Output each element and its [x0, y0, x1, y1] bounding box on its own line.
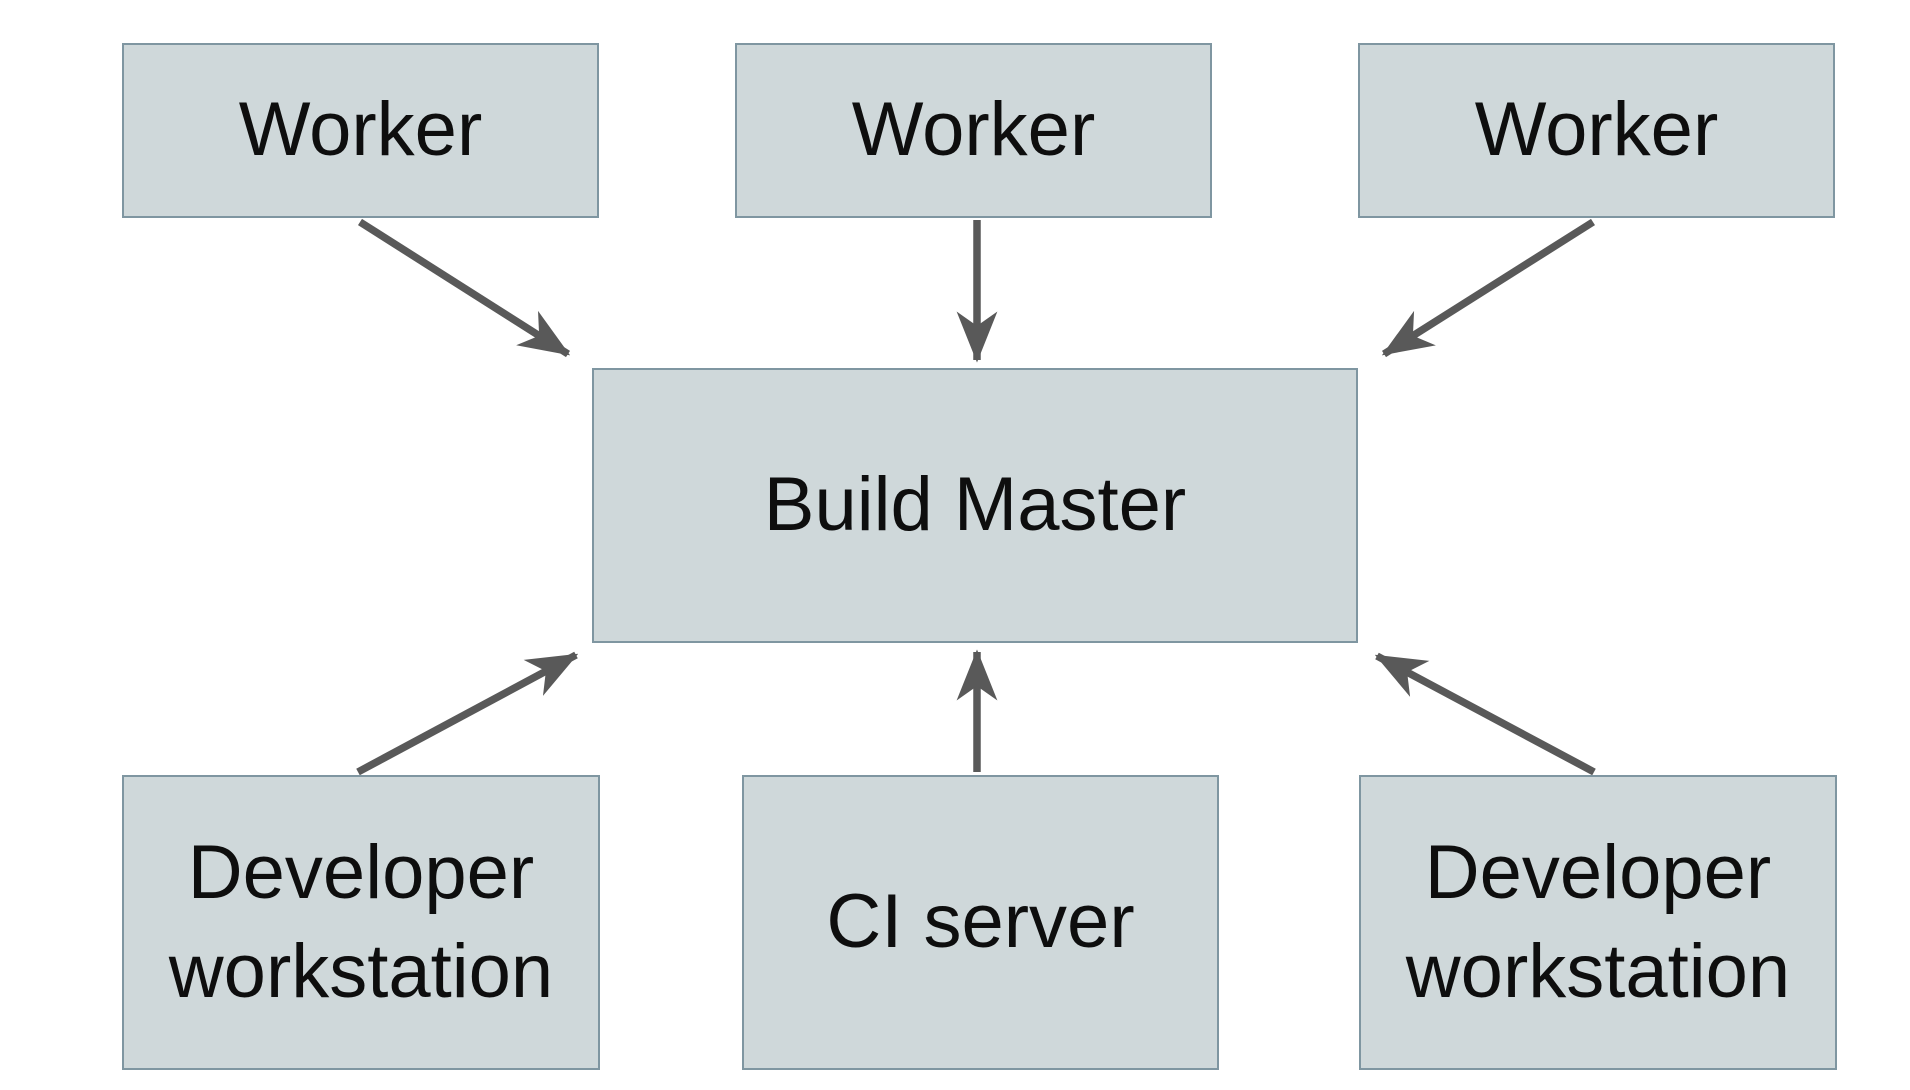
node-worker-3-label: Worker [1474, 87, 1719, 173]
node-ci-server-label: CI server [826, 879, 1135, 965]
node-developer-workstation-1-label: Developer workstation [168, 829, 554, 1014]
node-developer-workstation-1: Developer workstation [122, 775, 600, 1070]
node-worker-3: Worker [1358, 43, 1835, 218]
node-developer-workstation-2: Developer workstation [1359, 775, 1837, 1070]
edge-worker3-to-buildmaster [1381, 218, 1596, 358]
edge-worker1-to-buildmaster [357, 218, 571, 358]
edge-devws2-to-buildmaster [1374, 652, 1596, 776]
node-worker-2-label: Worker [851, 87, 1096, 173]
node-developer-workstation-2-label: Developer workstation [1405, 829, 1791, 1014]
node-worker-1: Worker [122, 43, 599, 218]
node-build-master: Build Master [592, 368, 1358, 643]
edge-devws1-to-buildmaster [356, 651, 579, 776]
node-worker-2: Worker [735, 43, 1212, 218]
node-build-master-label: Build Master [763, 462, 1187, 548]
node-worker-1-label: Worker [238, 87, 483, 173]
node-ci-server: CI server [742, 775, 1219, 1070]
